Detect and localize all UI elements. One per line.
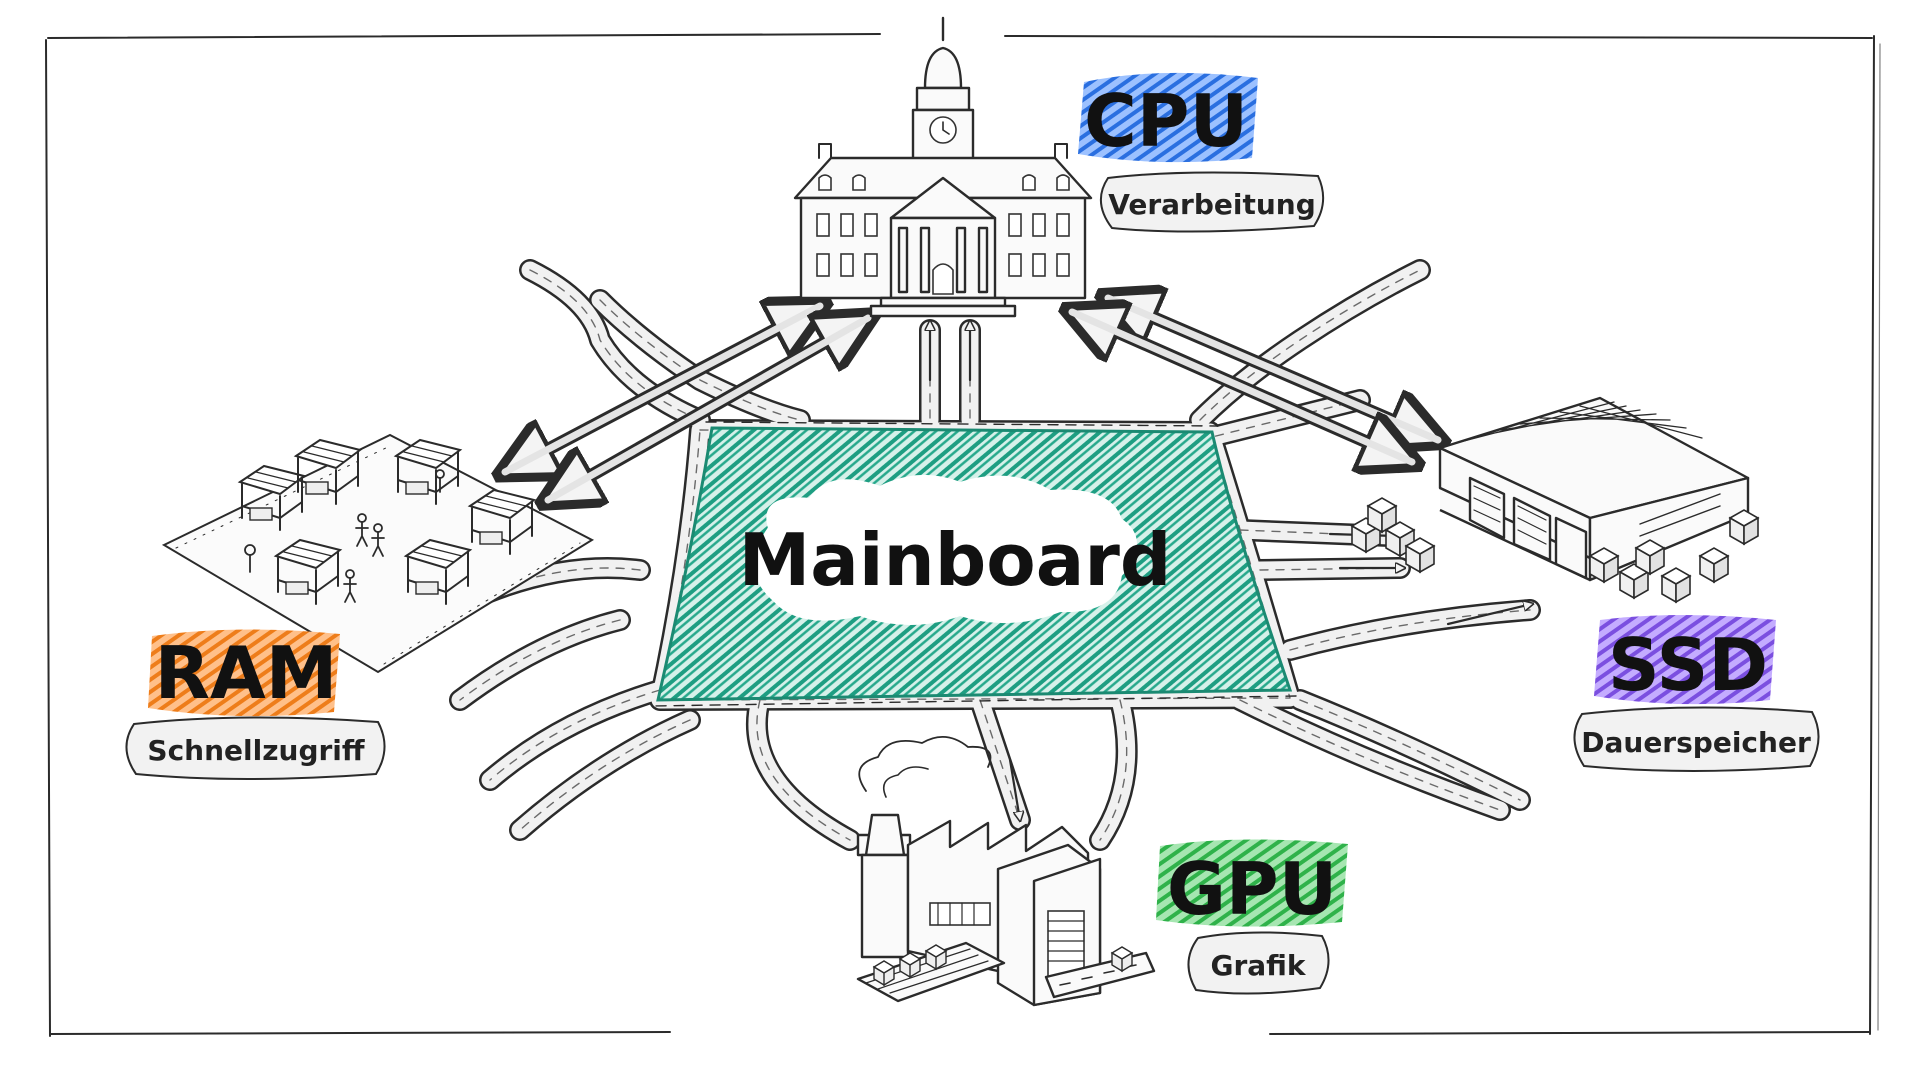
- ssd-label-group: SSD Dauerspeicher: [1574, 615, 1818, 771]
- gpu-title: GPU: [1167, 847, 1337, 931]
- cpu-subtitle: Verarbeitung: [1108, 188, 1316, 221]
- mainboard-area: Mainboard: [652, 422, 1296, 706]
- ssd-subtitle: Dauerspeicher: [1581, 726, 1811, 759]
- ssd-title: SSD: [1608, 623, 1768, 707]
- town-hall-icon: [795, 18, 1091, 316]
- ram-subtitle: Schnellzugriff: [147, 734, 364, 767]
- mainboard-label: Mainboard: [739, 518, 1172, 602]
- gpu-subtitle: Grafik: [1210, 949, 1306, 982]
- cpu-title: CPU: [1084, 79, 1248, 163]
- gpu-label-group: GPU Grafik: [1156, 839, 1348, 993]
- ram-title: RAM: [155, 631, 338, 715]
- cpu-label-group: CPU Verarbeitung: [1078, 73, 1323, 232]
